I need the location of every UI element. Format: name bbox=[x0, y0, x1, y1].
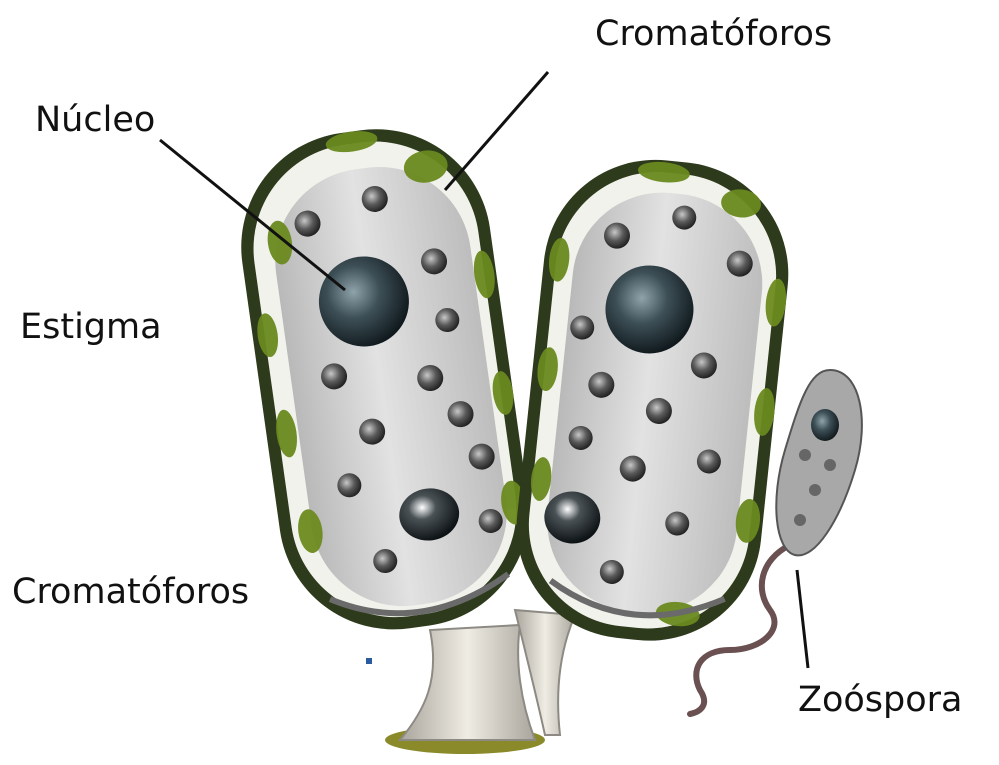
label-cromatoforos-top: Cromatóforos bbox=[595, 17, 832, 52]
cell-right bbox=[506, 149, 800, 652]
label-estigma: Estigma bbox=[20, 310, 162, 345]
zoospore-body bbox=[776, 370, 862, 555]
label-nucleo: Núcleo bbox=[35, 103, 155, 138]
leader-line-cromatoforos-top bbox=[445, 72, 548, 190]
label-cromatoforos-bottom: Cromatóforos bbox=[12, 575, 249, 610]
stalk-left bbox=[400, 625, 535, 740]
label-zoospora: Zoóspora bbox=[798, 683, 963, 718]
cell-left bbox=[226, 114, 543, 644]
leader-line-zoospora bbox=[797, 570, 808, 668]
